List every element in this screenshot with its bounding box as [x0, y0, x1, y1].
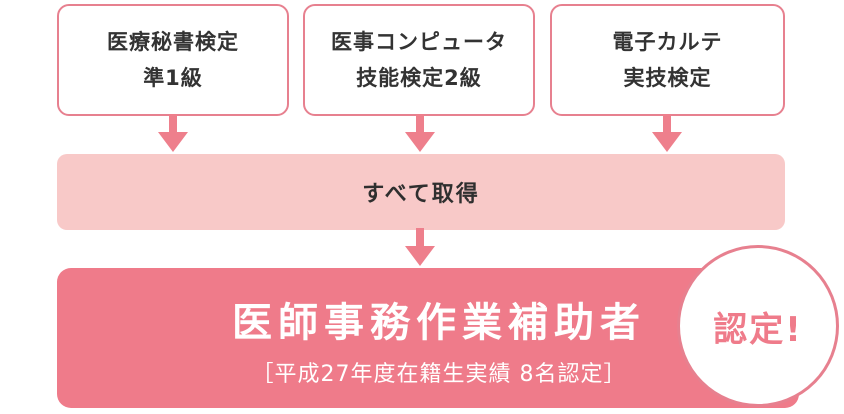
arrow-down-icon: [652, 114, 682, 156]
qualification-label: 電子カルテ: [612, 30, 723, 54]
qualification-grade: 技能検定2級: [356, 66, 482, 90]
all-acquired-band: すべて取得: [57, 154, 785, 230]
all-acquired-label: すべて取得: [362, 182, 480, 207]
certification-record: ［平成27年度在籍生実績 8名認定］: [251, 362, 627, 387]
certification-title: 医師事務作業補助者: [232, 300, 646, 346]
certified-badge: 認定!: [677, 245, 839, 407]
certified-badge-label: 認定!: [713, 309, 803, 350]
arrow-down-icon: [158, 114, 188, 156]
qualification-box-medical-computer: 医事コンピュータ 技能検定2級: [303, 4, 535, 116]
certification-result-panel: 医師事務作業補助者 ［平成27年度在籍生実績 8名認定］: [57, 268, 799, 408]
qualification-label: 医事コンピュータ: [331, 30, 507, 54]
qualification-grade: 準1級: [143, 66, 203, 90]
qualification-label: 医療秘書検定: [107, 30, 239, 54]
qualification-box-electronic-chart: 電子カルテ 実技検定: [550, 4, 785, 116]
arrow-down-icon: [405, 114, 435, 156]
arrow-down-icon: [405, 228, 435, 270]
qualification-box-medical-secretary: 医療秘書検定 準1級: [57, 4, 289, 116]
qualification-grade: 実技検定: [623, 66, 712, 90]
